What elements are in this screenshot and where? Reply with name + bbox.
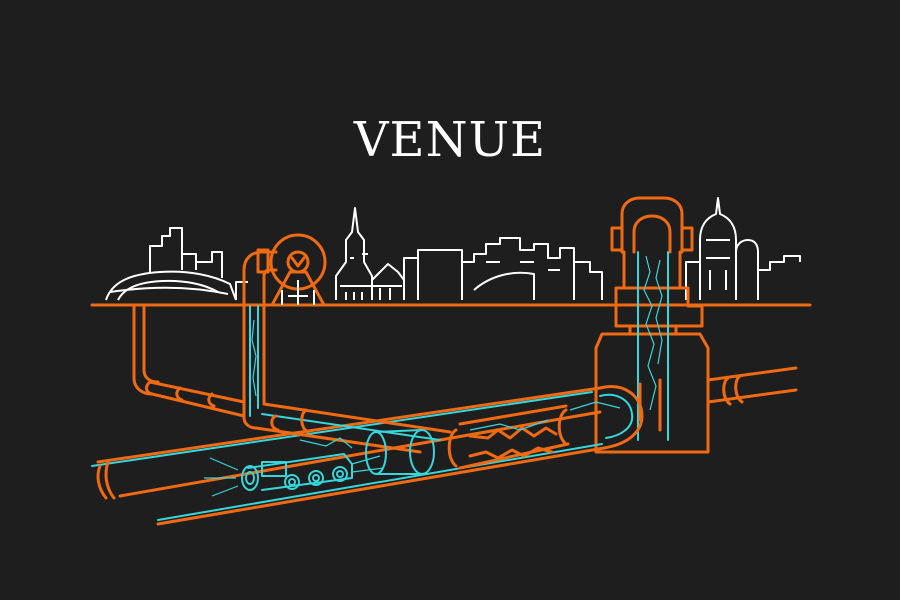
city-skyline-icon xyxy=(105,197,801,301)
page-title: VENUE xyxy=(353,112,547,168)
periscope-pipe-icon xyxy=(594,196,710,454)
left-riser-pipe-icon xyxy=(242,248,278,430)
ferris-wheel-icon xyxy=(269,233,327,307)
left-branch-pipe-icon xyxy=(132,303,246,418)
underground-pipes-icon xyxy=(91,378,662,526)
right-stub-pipe-icon xyxy=(706,366,798,406)
tunnel-machine-icon xyxy=(204,437,385,497)
